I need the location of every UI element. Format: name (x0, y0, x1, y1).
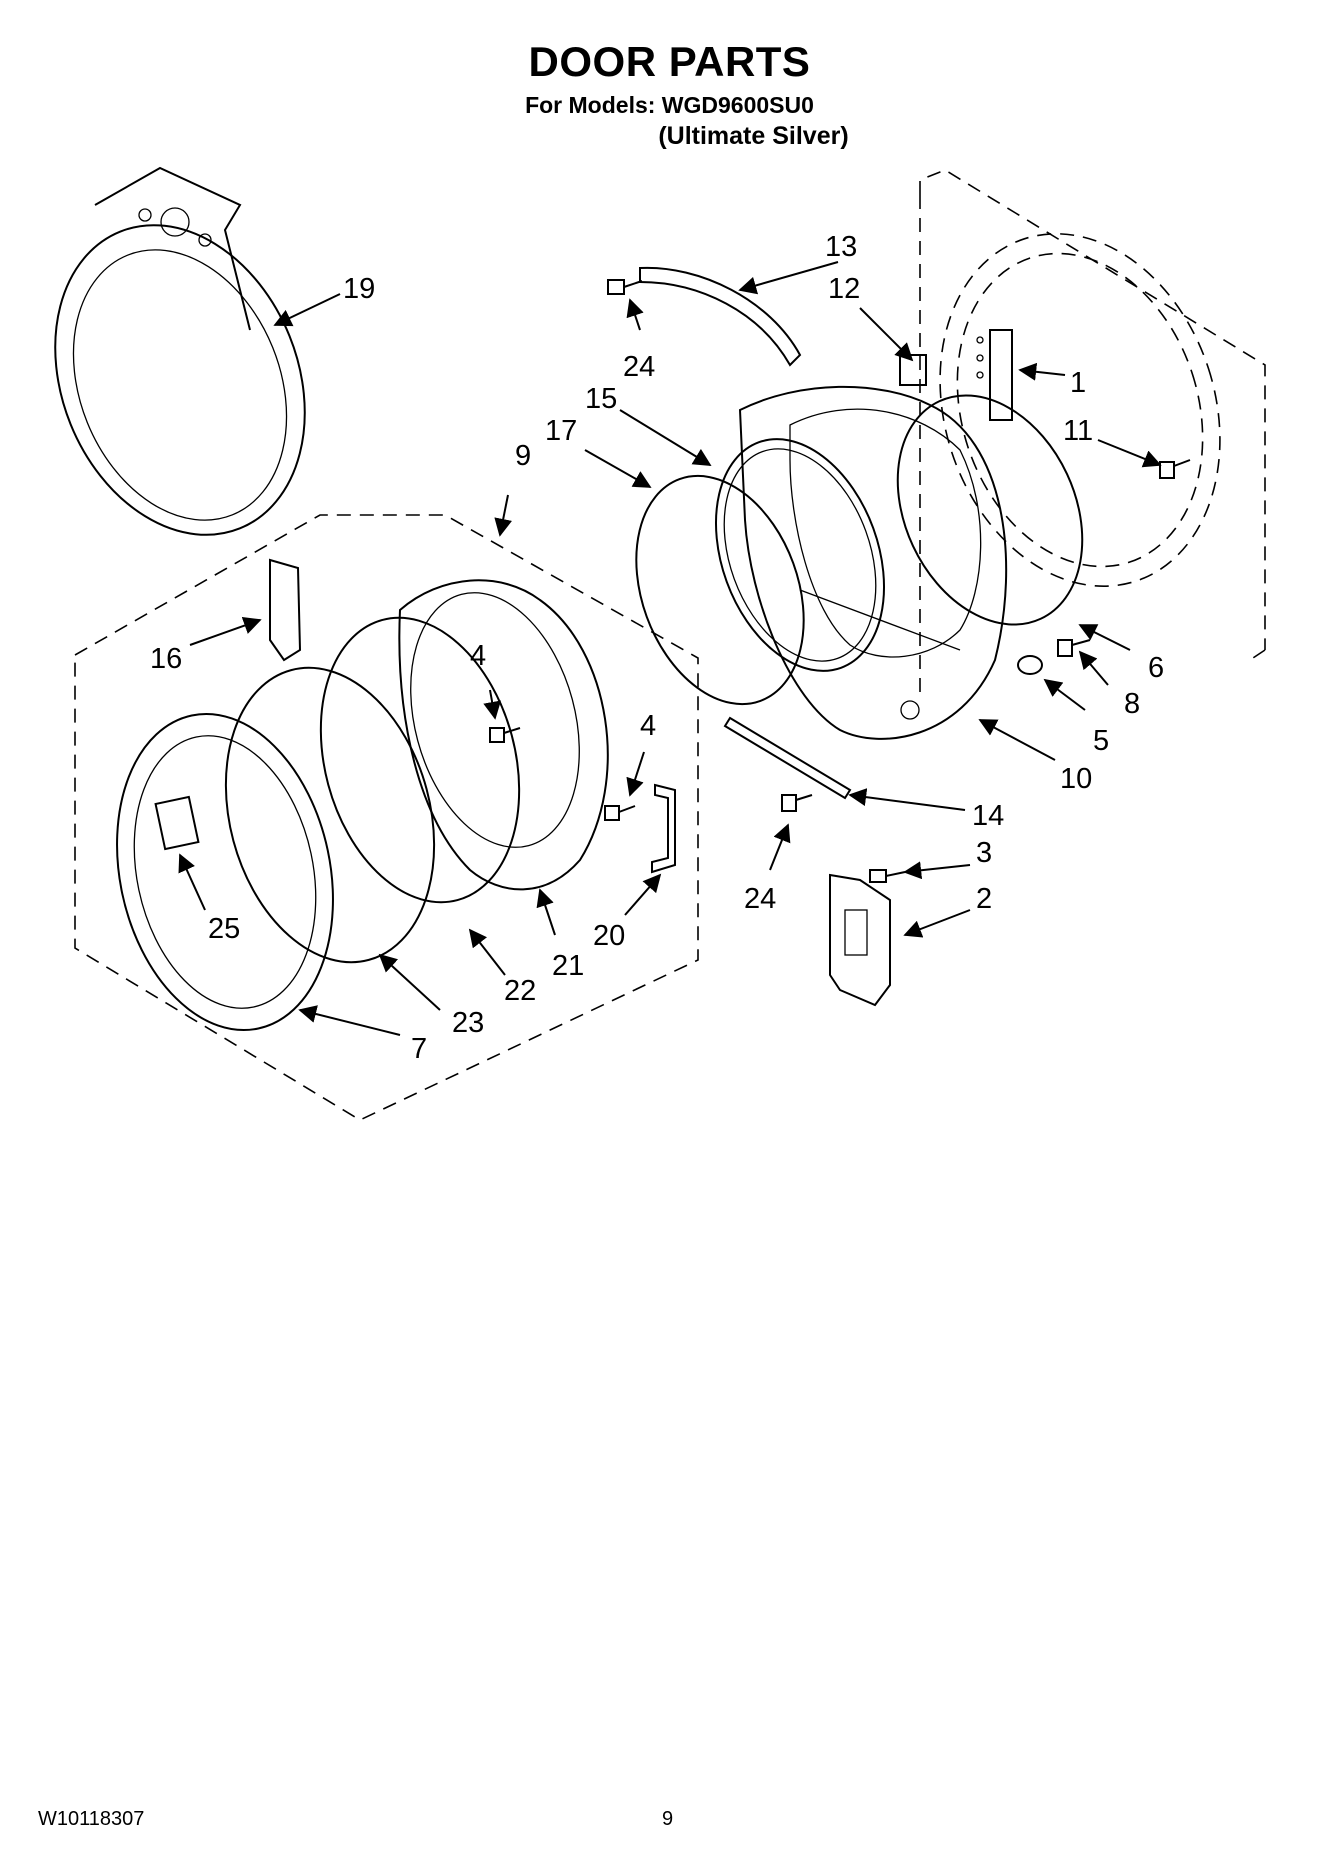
callout-7: 7 (411, 1033, 427, 1065)
callout-12: 12 (828, 273, 860, 305)
part-2-latch (829, 873, 891, 1007)
callout-22: 22 (504, 975, 536, 1007)
callout-11: 11 (1063, 415, 1093, 447)
callout-4a: 4 (470, 640, 486, 672)
variant-line: (Ultimate Silver) (658, 122, 849, 150)
callout-1: 1 (1070, 367, 1086, 399)
part-12-catch (899, 354, 927, 386)
callout-10: 10 (1060, 763, 1092, 795)
callout-20: 20 (593, 920, 625, 952)
part-21-inner-panel (398, 579, 609, 891)
part-4-screw-a (489, 727, 521, 743)
cabinet-outline (919, 169, 1266, 700)
part-16-bracket (269, 558, 302, 662)
part-25-handle (154, 795, 200, 851)
part-24-screw-top (607, 279, 643, 295)
part-5-washer (1017, 655, 1043, 675)
callout-15: 15 (585, 383, 617, 415)
part-23-ring (224, 666, 436, 964)
part-11-screw (1159, 459, 1191, 479)
part-19-bulkhead-ring (54, 166, 306, 536)
part-14-strip (723, 716, 852, 800)
page-number: 9 (662, 1808, 674, 1830)
callout-4b: 4 (640, 710, 656, 742)
callout-14: 14 (972, 800, 1004, 832)
part-15-seal (714, 438, 886, 672)
part-13-strap (639, 266, 802, 367)
callout-16-17: 17 (545, 415, 577, 447)
callout-21: 21 (552, 950, 584, 982)
callout-3: 3 (976, 837, 992, 869)
page-title: DOOR PARTS (528, 38, 811, 85)
part-3-screw (869, 869, 906, 883)
part-6-gasket (896, 394, 1084, 626)
models-line: For Models: WGD9600SU0 (525, 92, 814, 118)
callout-24b: 24 (744, 883, 776, 915)
document-number: W10118307 (38, 1808, 145, 1830)
callout-5: 5 (1093, 725, 1109, 757)
callout-16: 16 (150, 643, 182, 675)
part-8-screw (1057, 639, 1091, 657)
callout-6: 6 (1148, 652, 1164, 684)
callout-24a: 24 (623, 351, 655, 383)
callout-8: 8 (1124, 688, 1140, 720)
callout-19: 19 (343, 273, 375, 305)
part-4-screw-b (604, 805, 636, 821)
callout-25: 25 (208, 913, 240, 945)
part-7-outer-door (116, 712, 334, 1032)
part-24-screw-lower (781, 794, 813, 812)
leader-lines (178, 261, 1162, 1036)
callout-2: 2 (976, 883, 992, 915)
part-20-clip (651, 783, 676, 874)
door-assembly-boundary (74, 514, 699, 1121)
part-1-striker (976, 329, 1013, 421)
callout-13: 13 (825, 231, 857, 263)
part-15-seal-inner (723, 448, 877, 662)
callout-9: 9 (515, 440, 531, 472)
part-22-ring (319, 616, 521, 904)
part-17-glass (635, 474, 805, 706)
callout-23: 23 (452, 1007, 484, 1039)
